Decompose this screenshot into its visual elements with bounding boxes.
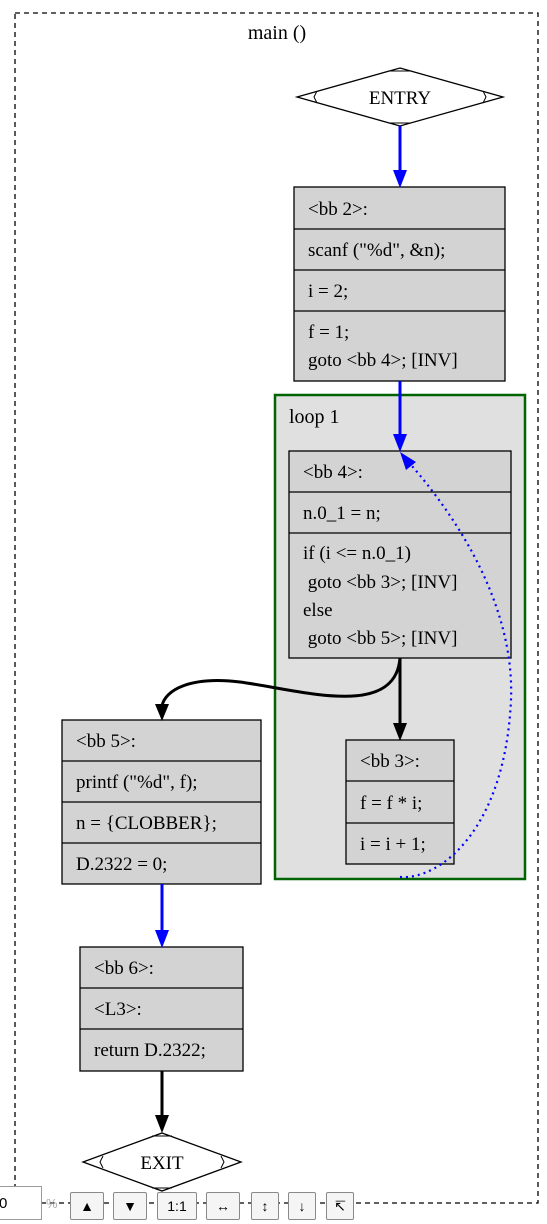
edge-bb5-bb6 xyxy=(155,884,169,948)
scroll-down-button[interactable]: ↓ xyxy=(288,1192,316,1220)
loop-cluster-title: loop 1 xyxy=(289,406,340,428)
bb4-line: n.0_1 = n; xyxy=(303,503,381,524)
bb4-line: else xyxy=(303,600,333,621)
main-cluster-title: main () xyxy=(248,22,306,44)
bb5-line: <bb 5>: xyxy=(76,731,136,752)
bb5-node: <bb 5>: printf ("%d", f); n = {CLOBBER};… xyxy=(61,719,262,885)
bb4-line: if (i <= n.0_1) xyxy=(303,543,411,564)
edge-bb4-bb3 xyxy=(393,658,407,741)
actual-size-button[interactable]: 1:1 xyxy=(157,1192,197,1220)
edge-bb3-bb4-back xyxy=(399,452,513,879)
bb2-line: <bb 2>: xyxy=(308,199,368,220)
bb2-line: i = 2; xyxy=(308,281,348,302)
bb4-node: <bb 4>: n.0_1 = n; if (i <= n.0_1) goto … xyxy=(288,450,512,659)
entry-node: ENTRY xyxy=(294,67,506,127)
edge-bb6-exit xyxy=(155,1071,169,1133)
bb6-line: return D.2322; xyxy=(94,1040,206,1061)
edge-bb4-bb5 xyxy=(155,657,402,721)
zoom-input[interactable]: 0 xyxy=(0,1186,42,1220)
bb3-node: <bb 3>: f = f * i; i = i + 1; xyxy=(345,739,455,865)
bb3-line: i = i + 1; xyxy=(360,834,426,855)
bb2-line: scanf ("%d", &n); xyxy=(308,240,445,261)
edge-entry-bb2 xyxy=(393,126,407,188)
bb3-line: <bb 3>: xyxy=(360,751,420,772)
bb4-line: goto <bb 3>; [INV] xyxy=(303,572,457,593)
zoom-in-button[interactable]: ▲ xyxy=(70,1192,104,1220)
scroll-home-button[interactable]: ↸ xyxy=(326,1192,354,1220)
bb6-line: <bb 6>: xyxy=(94,958,154,979)
bb6-line: <L3>: xyxy=(94,999,142,1020)
fit-width-button[interactable]: ↔ xyxy=(206,1192,240,1220)
bb2-line: goto <bb 4>; [INV] xyxy=(308,350,458,371)
bb3-line: f = f * i; xyxy=(360,793,422,814)
exit-label: EXIT xyxy=(140,1153,184,1174)
bb5-line: n = {CLOBBER}; xyxy=(76,813,217,834)
bb2-line: f = 1; xyxy=(308,322,349,343)
fit-height-button[interactable]: ↕ xyxy=(251,1192,279,1220)
entry-label: ENTRY xyxy=(369,88,432,109)
bb2-node: <bb 2>: scanf ("%d", &n); i = 2; f = 1; … xyxy=(293,186,506,382)
zoom-percent-label: % xyxy=(46,1196,58,1211)
bb4-line: <bb 4>: xyxy=(303,462,363,483)
bb6-node: <bb 6>: <L3>: return D.2322; xyxy=(79,946,244,1072)
zoom-out-button[interactable]: ▼ xyxy=(113,1192,147,1220)
bb5-line: D.2322 = 0; xyxy=(76,854,167,875)
exit-node: EXIT xyxy=(81,1132,243,1192)
bb5-line: printf ("%d", f); xyxy=(76,772,198,793)
edge-bb2-bb4 xyxy=(393,381,407,452)
bb4-line: goto <bb 5>; [INV] xyxy=(303,628,457,649)
